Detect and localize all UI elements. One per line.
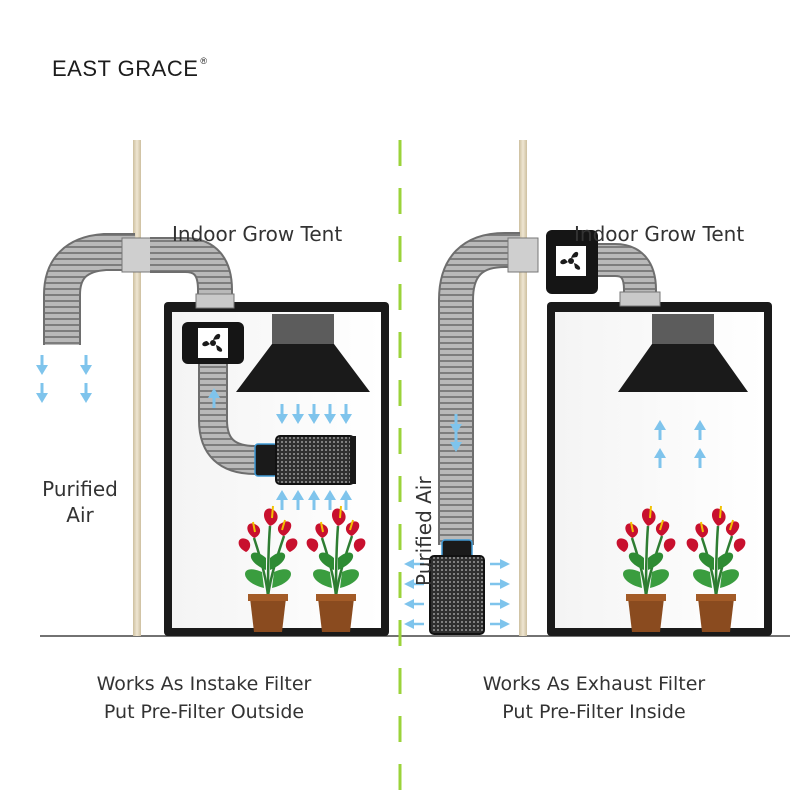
left-caption: Works As Instake Filter Put Pre-Filter O… [34, 670, 374, 726]
fan-icon [546, 230, 598, 294]
right-caption: Works As Exhaust Filter Put Pre-Filter I… [424, 670, 764, 726]
right-tent-port [619, 291, 661, 307]
right-wall-collar [507, 237, 539, 273]
right-vertical-label: Purified Air [412, 476, 436, 586]
grow-light-icon [236, 314, 370, 392]
right-caption-line2: Put Pre-Filter Inside [502, 701, 686, 723]
right-wall [519, 140, 527, 636]
right-top-duct [598, 245, 655, 300]
brand-mark: ® [200, 55, 208, 66]
left-wall [133, 140, 141, 636]
left-caption-line1: Works As Instake Filter [96, 673, 312, 695]
right-tent-title: Indoor Grow Tent [574, 222, 745, 246]
carbon-filter-icon [429, 539, 485, 635]
left-side-label-line1: Purified [42, 477, 118, 501]
carbon-filter-icon [254, 435, 356, 485]
right-caption-line1: Works As Exhaust Filter [482, 673, 706, 695]
left-side-label-line2: Air [66, 503, 94, 527]
left-inner-duct [200, 364, 265, 473]
left-side-label: Purified Air [30, 476, 130, 528]
grow-light-icon [618, 314, 748, 392]
fan-icon [182, 322, 244, 364]
brand-name: EAST GRACE [52, 56, 199, 81]
left-outside-duct [45, 235, 135, 345]
left-caption-line2: Put Pre-Filter Outside [103, 701, 305, 723]
left-tent-title: Indoor Grow Tent [172, 222, 343, 246]
right-long-duct [440, 234, 520, 545]
left-tent-port [195, 293, 235, 309]
left-top-duct [150, 239, 231, 300]
brand-logo: EAST GRACE® [52, 56, 208, 82]
left-wall-collar [121, 237, 153, 273]
